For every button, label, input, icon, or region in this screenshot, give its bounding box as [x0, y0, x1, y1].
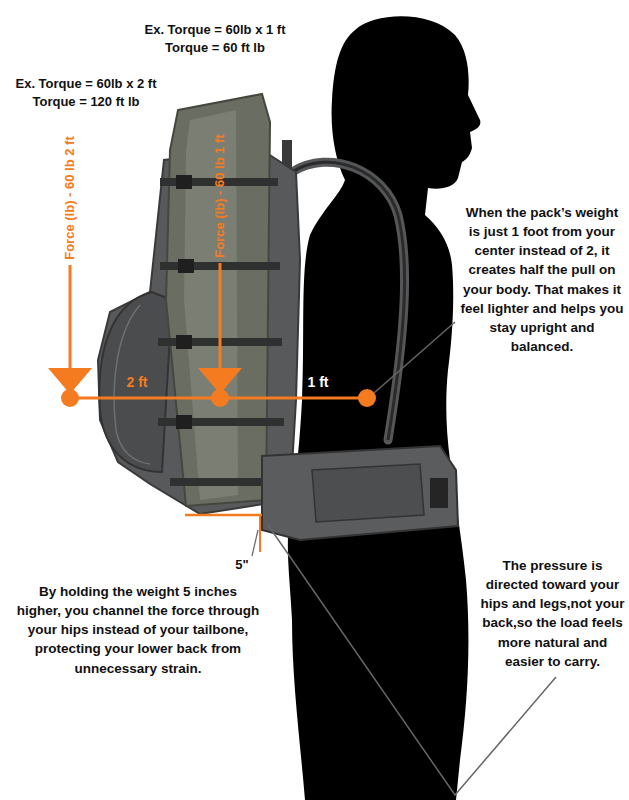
height-marker: [259, 515, 261, 552]
callout-text: When the pack’s weight is just 1 foot fr…: [459, 203, 625, 356]
leader-line: [252, 530, 258, 556]
torque-example: Ex. Torque = 60lb x 2 ft: [16, 76, 157, 92]
torque-result: Torque = 120 ft lb: [32, 94, 139, 110]
distance-label: 2 ft: [127, 375, 148, 390]
dry-bag: [166, 94, 270, 506]
dimension-label: 5": [235, 558, 248, 572]
height-marker: [185, 514, 262, 517]
hip-belt-buckle: [430, 478, 448, 508]
leader-line: [374, 322, 455, 393]
hip-belt-pocket: [312, 464, 424, 522]
person-silhouette: [288, 16, 481, 800]
force-line: [69, 265, 72, 370]
strap-buckle: [176, 175, 192, 189]
torque-result: Torque = 60 ft lb: [165, 40, 265, 56]
callout-text: By holding the weight 5 inches higher, y…: [16, 582, 260, 678]
strap-buckle: [176, 335, 192, 349]
pocket-seam: [114, 305, 150, 464]
strap-buckle: [178, 259, 194, 273]
distance-label: 1 ft: [308, 375, 329, 390]
force-label: Force (lb) - 60 lb 1 ft: [213, 134, 227, 258]
pivot-dot: [211, 389, 229, 407]
hip-belt: [262, 446, 458, 540]
torque-example: Ex. Torque = 60lb x 1 ft: [145, 22, 286, 38]
side-pocket: [99, 292, 172, 472]
callout-text: The pressure is directed toward your hip…: [480, 556, 625, 671]
dry-bag-highlight: [184, 110, 238, 500]
force-label: Force (lb) - 60 lb 2 ft: [63, 136, 77, 260]
force-line: [219, 263, 222, 370]
pivot-dot: [358, 389, 376, 407]
pivot-dot: [61, 389, 79, 407]
strap-buckle: [176, 415, 192, 429]
